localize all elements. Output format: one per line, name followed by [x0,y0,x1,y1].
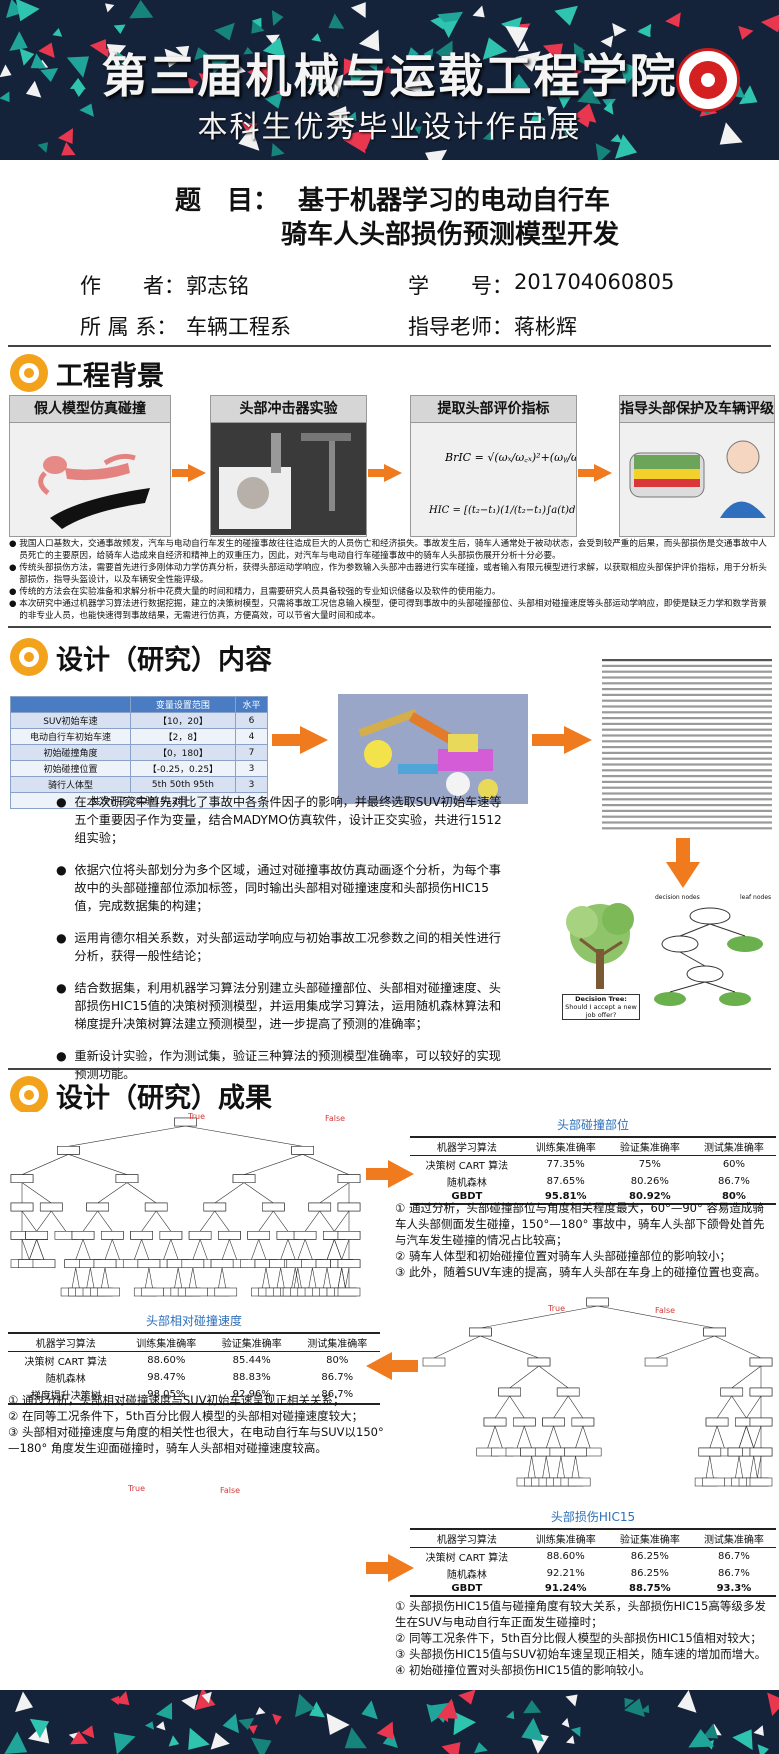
table-title: 头部碰撞部位 [556,1118,629,1132]
section-title: 工程背景 [56,361,164,392]
flow-arrow-icon [388,1160,414,1188]
list-item: ● 运用肯德尔相关系数，对头部运动学响应与初始事故工况参数之间的相关性进行分析，… [56,931,501,963]
factor-table: 变量设置范围 水平 SUV初始车速【10，20】6 电动自行车初始车速【2，8】… [10,696,269,809]
decision-tree-relative-velocity [420,1292,775,1492]
table-title: 头部相对碰撞速度 [145,1314,242,1328]
decision-tree-impact-location [8,1112,363,1302]
banner-subtitle: 本科生优秀毕业设计作品展 [197,110,582,145]
svg-text:HIC = [(t₂−t₁)(1/(t₂−t₁)∫a(t)d: HIC = [(t₂−t₁)(1/(t₂−t₁)∫a(t)dt)^2.5]max [428,505,576,516]
divider [8,1068,771,1070]
gear-icon [10,638,48,676]
advisor: 蒋彬辉 [514,315,577,339]
advisor-label: 指导老师： [408,315,513,339]
section-title: 设计（研究）内容 [56,645,272,676]
banner-title: 第三届机械与运载工程学院 [101,49,678,103]
flow-arrow-icon [384,464,402,482]
gear-icon [10,1076,48,1114]
decision-tree-hic15 [8,1472,363,1682]
flow-arrow-icon [564,726,592,754]
flow-arrow-icon [188,464,206,482]
author-name: 郭志铭 [186,274,249,298]
notes-relative-velocity: ① 通过分析，头部相对碰撞速度与SUV初始车速呈现正相关关系； ② 在同等工况条… [8,1393,384,1455]
author-label: 作 者： [80,274,185,298]
gear-icon [10,354,48,392]
list-item: ● 传统头部损伤方法，需要首先进行多刚体动力学仿真分析，获得头部运动学响应，作为… [9,563,767,585]
footer-banner [0,1690,779,1754]
list-item: ● 传统的方法会在实验准备和求解分析中花费大量的时间和精力，且需要研究人员具备较… [9,587,501,597]
list-item: ● 在本次研究中首先对比了事故中各条件因子的影响，并最终选取SUV初始车速等五个… [56,795,502,845]
flow-arrow-down-icon [666,862,700,888]
notes-hic15: ① 头部损伤HIC15值与碰撞角度有较大关系，头部损伤HIC15高等级多发生在S… [395,1599,767,1677]
madymo-model-image [338,694,528,804]
list-item: ● 结合数据集，利用机器学习算法分别建立头部碰撞部位、头部相对碰撞速度、头部损伤… [56,981,502,1031]
notes-impact-location: ① 通过分析，头部碰撞部位与角度相关程度最大，60°—90° 容易造成骑车人头部… [395,1201,767,1279]
svg-text:BrIC = √(ωₓ/ω꜀ₓ)²+(ωᵧ/ω꜀ᵧ)²+(ω: BrIC = √(ωₓ/ω꜀ₓ)²+(ωᵧ/ω꜀ᵧ)²+(ω_z/ω꜀z)² [444,451,576,464]
flow-step-dummy-simulation: 假人模型仿真碰撞 [9,395,171,537]
head-impactor-image [211,423,366,535]
decision-tree-illustration: decision nodes leaf nodes Decision Tree:… [560,894,774,1020]
list-item: ● 依据穴位将头部划分为多个区域，通过对碰撞事故仿真动画逐个分析，为每个事故中的… [56,863,501,913]
decision-tree-caption: Decision Tree: Should I accept a new job… [562,994,640,1020]
dataset-table-image [600,655,775,835]
list-item: ● 我国人口基数大，交通事故频发，汽车与电动自行车发生的碰撞事故往往造成巨大的人… [9,539,767,561]
background-bullets: ● 我国人口基数大，交通事故频发，汽车与电动自行车发生的碰撞事故往往造成巨大的人… [9,538,773,622]
title-label: 题 目： [175,186,280,216]
flow-arrow-icon [300,726,328,754]
flow-step-head-metrics: 提取头部评价指标 BrIC = √(ωₓ/ω꜀ₓ)²+(ωᵧ/ω꜀ᵧ)²+(ω_… [410,395,661,537]
divider [8,626,771,628]
flow-arrow-left-icon [366,1352,392,1380]
car-helmet-image [629,440,766,518]
flow-arrow-icon [388,1554,414,1582]
design-bullets: ● 在本次研究中首先对比了事故中各条件因子的影响，并最终选取SUV初始车速等五个… [56,793,506,1083]
formula-image: BrIC = √(ωₓ/ω꜀ₓ)²+(ωᵧ/ω꜀ᵧ)²+(ω_z/ω꜀z)² H… [428,451,661,516]
department-label: 所 属 系： [80,315,178,339]
list-item: ● 重新设计实验，作为测试集，验证三种算法的预测模型准确率，可以较好的实现预测功… [56,1049,501,1081]
flow-arrow-icon [594,464,612,482]
title-line-1: 基于机器学习的电动自行车 [298,186,611,216]
header-banner: 第三届机械与运载工程学院 本科生优秀毕业设计作品展 [0,0,779,160]
title-line-2: 骑车人头部损伤预测模型开发 [281,220,620,250]
school-logo-icon [676,48,740,112]
dummy-simulation-image [38,453,150,529]
student-id: 201704060805 [514,270,675,294]
student-id-label: 学 号： [408,274,513,298]
flow-step-protection-rating: 指导头部保护及车辆评级 [619,395,775,537]
department: 车辆工程系 [186,315,291,339]
flow-step-head-impactor: 头部冲击器实验 [210,395,367,537]
list-item: ● 本次研究中通过机器学习算法进行数据挖掘，建立的决策树模型，只需将事故工况信息… [9,599,767,621]
divider [8,345,771,347]
section-title: 设计（研究）成果 [56,1083,272,1114]
table-title: 头部损伤HIC15 [550,1510,636,1524]
